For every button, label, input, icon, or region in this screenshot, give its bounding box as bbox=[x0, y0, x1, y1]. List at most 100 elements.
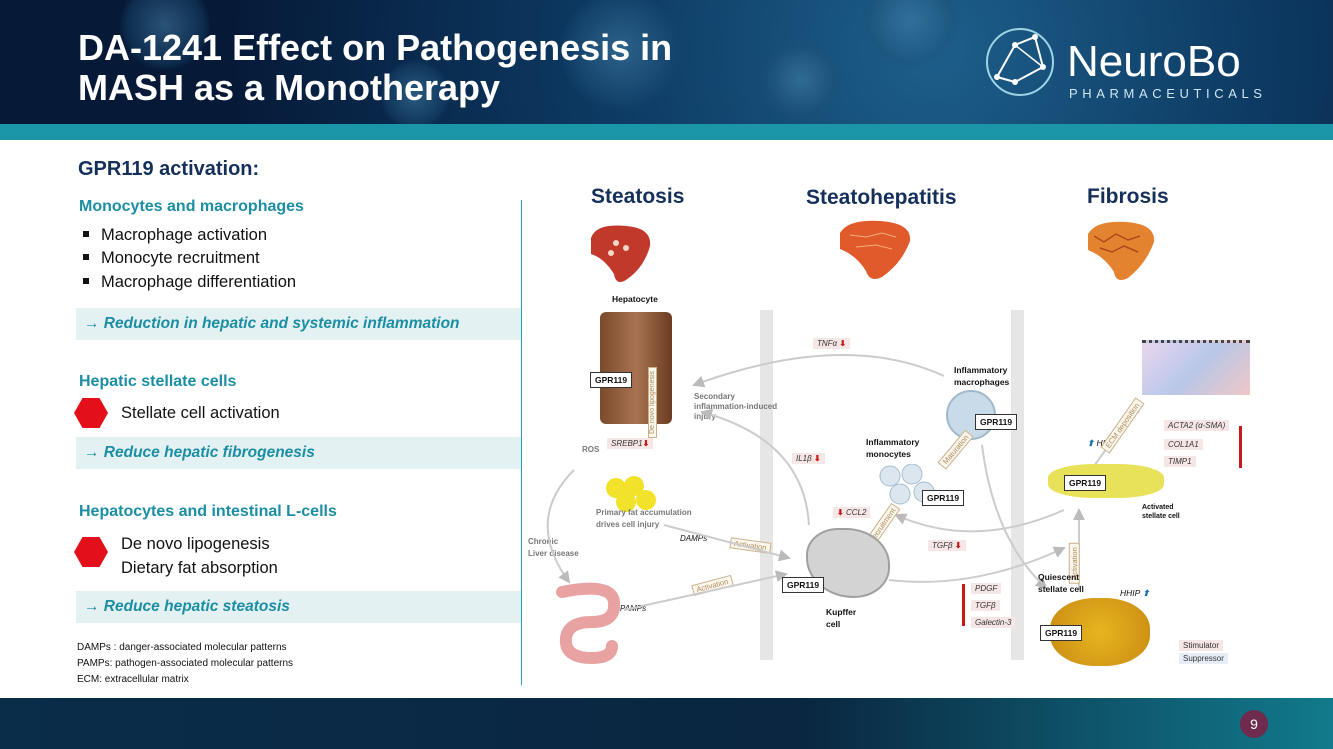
galectin-tag: Galectin-3 bbox=[971, 617, 1016, 628]
result-text: → Reduce hepatic steatosis bbox=[84, 598, 290, 615]
down-arrow-icon: ⬇ bbox=[839, 339, 847, 348]
gpr119-box: GPR119 bbox=[1064, 475, 1107, 491]
macrophages-label-2: macrophages bbox=[954, 377, 1010, 387]
damps-label: DAMPs bbox=[680, 534, 708, 543]
fat-absorption-item: Dietary fat absorption bbox=[121, 559, 278, 577]
pathway-arrows bbox=[546, 354, 1142, 611]
srebp1-label: SREBP1 bbox=[611, 439, 643, 448]
gpr119-box: GPR119 bbox=[782, 577, 825, 593]
legend-suppressor: Suppressor bbox=[1179, 653, 1228, 664]
result-text: → Reduction in hepatic and systemic infl… bbox=[84, 315, 460, 332]
gpr119-box: GPR119 bbox=[975, 414, 1018, 430]
logo-icon bbox=[986, 28, 1054, 96]
hepatocyte-label: Hepatocyte bbox=[612, 294, 658, 304]
secondary-label-2: inflammation-induced bbox=[694, 402, 778, 411]
il1b-tag: IL1β ⬇ bbox=[792, 453, 825, 464]
timp1-tag: TIMP1 bbox=[1164, 456, 1196, 467]
suppressor-hexagon-icon bbox=[74, 398, 108, 428]
srebp1-tag: SREBP1⬇ bbox=[607, 438, 654, 449]
monocytes-label-1: Inflammatory bbox=[866, 437, 920, 447]
logo-name: NeuroBo bbox=[1067, 37, 1241, 86]
tgfb-tag: TGFβ ⬇ bbox=[928, 540, 966, 551]
logo-subtitle: PHARMACEUTICALS bbox=[1069, 86, 1267, 101]
stage-divider bbox=[1011, 310, 1024, 660]
virus-graphic bbox=[760, 40, 840, 120]
il1b-label: IL1β bbox=[796, 454, 812, 463]
stage-steatosis: Steatosis bbox=[591, 185, 685, 208]
divider-line bbox=[521, 200, 522, 685]
hhip-label: HHIP bbox=[1120, 588, 1140, 598]
bullet-marker bbox=[83, 227, 101, 245]
bullet-marker bbox=[83, 274, 101, 292]
gpr119-heading: GPR119 activation: bbox=[78, 158, 260, 180]
fibrosis-liver-image bbox=[1088, 221, 1155, 280]
steatohepatitis-liver-image bbox=[840, 220, 911, 279]
gpr119-box: GPR119 bbox=[922, 490, 965, 506]
lipogenesis-item: De novo lipogenesis bbox=[121, 535, 270, 553]
virus-graphic bbox=[860, 0, 960, 70]
bullet-item: Monocyte recruitment bbox=[101, 249, 260, 267]
legend-stimulator: Stimulator bbox=[1179, 640, 1224, 651]
bullet-item: Macrophage differentiation bbox=[101, 273, 297, 291]
activated-label-2: stellate cell bbox=[1142, 513, 1180, 520]
intestine-image bbox=[556, 582, 621, 664]
ccl2-tag: ⬇ CCL2 bbox=[833, 507, 871, 518]
bullet-item: Macrophage activation bbox=[101, 226, 268, 244]
kupffer-label-1: Kupffer bbox=[826, 607, 857, 617]
down-arrow-icon: ⬇ bbox=[813, 454, 821, 463]
abbreviation: PAMPs: pathogen-associated molecular pat… bbox=[77, 658, 294, 669]
header-banner: DA-1241 Effect on Pathogenesis in MASH a… bbox=[0, 0, 1333, 130]
title-line-2: MASH as a Monotherapy bbox=[78, 67, 501, 108]
suppressor-hexagon-icon bbox=[74, 537, 108, 567]
fat-droplets-image bbox=[606, 476, 656, 512]
virus-graphic bbox=[560, 0, 680, 110]
primary-fat-label-1: Primary fat accumulation bbox=[596, 508, 692, 517]
activated-label-1: Activated bbox=[1142, 504, 1174, 511]
chronic-label-1: Chronic bbox=[528, 537, 559, 546]
down-arrow-icon bbox=[1239, 426, 1242, 468]
monocytes-label-2: monocytes bbox=[866, 449, 911, 459]
macrophages-label-1: Inflammatory bbox=[954, 365, 1008, 375]
pathogenesis-diagram: Steatosis Steatohepatitis Fibrosis Hepat… bbox=[524, 180, 1324, 690]
primary-fat-label-2: drives cell injury bbox=[596, 520, 660, 529]
slide-title: DA-1241 Effect on Pathogenesis in MASH a… bbox=[78, 28, 672, 108]
section-stellate-title: Hepatic stellate cells bbox=[79, 373, 237, 390]
tgfb-tag: TGFβ bbox=[971, 600, 1000, 611]
ccl2-label: CCL2 bbox=[845, 508, 867, 517]
result-band: → Reduction in hepatic and systemic infl… bbox=[76, 308, 522, 340]
ecm-image bbox=[1142, 340, 1250, 395]
result-text: → Reduce hepatic fibrogenesis bbox=[84, 444, 315, 461]
down-arrow-icon: ⬇ bbox=[954, 541, 962, 550]
stage-steatohepatitis: Steatohepatitis bbox=[806, 186, 957, 209]
kupffer-label-2: cell bbox=[826, 619, 841, 629]
acta2-tag: ACTA2 (α-SMA) bbox=[1164, 420, 1230, 431]
gpr119-box: GPR119 bbox=[1040, 625, 1083, 641]
stage-fibrosis: Fibrosis bbox=[1087, 185, 1169, 208]
section-monocytes-title: Monocytes and macrophages bbox=[79, 198, 304, 215]
hepatocyte-cell bbox=[600, 312, 672, 424]
header-accent-bar bbox=[0, 124, 1333, 140]
down-arrow-icon: ⬇ bbox=[837, 508, 844, 517]
tnfa-tag: TNFα ⬇ bbox=[813, 338, 851, 349]
virus-graphic bbox=[120, 0, 210, 70]
section-hepatocytes-title: Hepatocytes and intestinal L-cells bbox=[79, 503, 337, 520]
abbreviation: ECM: extracellular matrix bbox=[77, 674, 189, 685]
result-band: → Reduce hepatic fibrogenesis bbox=[76, 437, 522, 469]
abbreviation: DAMPs : danger-associated molecular patt… bbox=[77, 642, 287, 653]
hhip-tag: HHIP ⬆ bbox=[1120, 588, 1150, 599]
stellate-item: Stellate cell activation bbox=[121, 404, 280, 422]
tgfb-label: TGFβ bbox=[932, 541, 953, 550]
secondary-label-1: Secondary bbox=[694, 392, 735, 401]
down-arrow-icon: ⬇ bbox=[642, 439, 650, 448]
ros-label: ROS bbox=[582, 445, 600, 454]
pdgf-tag: PDGF bbox=[971, 583, 1002, 594]
gpr119-box: GPR119 bbox=[590, 372, 633, 388]
bullet-marker bbox=[83, 250, 101, 268]
quiescent-label-1: Quiescent bbox=[1038, 572, 1080, 582]
result-band: → Reduce hepatic steatosis bbox=[76, 591, 522, 623]
page-number: 9 bbox=[1240, 710, 1268, 738]
down-arrow-icon bbox=[962, 584, 965, 626]
up-arrow-icon: ⬆ bbox=[1087, 438, 1095, 448]
virus-graphic bbox=[380, 60, 450, 130]
stage-divider bbox=[760, 310, 773, 660]
